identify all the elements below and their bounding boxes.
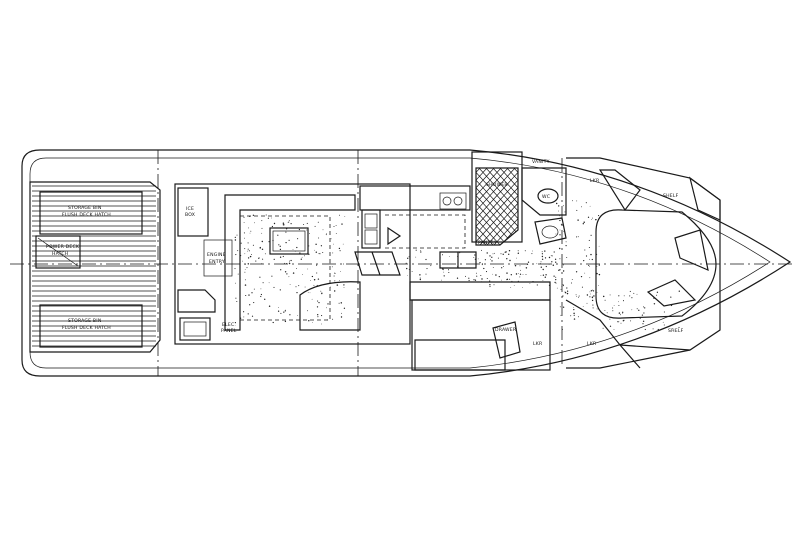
v-berth: [595, 209, 717, 319]
lower-stairs: [409, 251, 551, 301]
label-shower: SHOWER: [486, 182, 508, 188]
label-power-hatch: HATCH: [52, 251, 68, 257]
helm-seat: [224, 194, 356, 331]
salon-table: [269, 227, 309, 255]
wc-compartment: [521, 167, 567, 216]
engine-entry: [203, 239, 233, 277]
label-vanity: VANITY: [532, 159, 550, 165]
label-lkr-top: LKR: [590, 178, 600, 184]
power-deck-hatch: [35, 235, 81, 269]
ice-box: [177, 187, 209, 237]
label-entry: ENTRY: [209, 259, 225, 265]
label-flush-hatch-top: FLUSH DECK HATCH: [62, 212, 111, 218]
label-shelf-top: SHELF: [663, 193, 679, 199]
label-flush-hatch-bottom: FLUSH DECK HATCH: [62, 325, 111, 331]
stove-burner-2: [453, 196, 463, 206]
salon: ICE BOX ENGINE ENTRY ELEC. PANEL: [174, 183, 411, 345]
guest-berth: [414, 339, 506, 371]
label-box: BOX: [185, 212, 195, 218]
shower-stall: [475, 167, 519, 246]
label-wc: WC: [542, 194, 550, 200]
guest-cabin: DRAWER LKR: [411, 299, 551, 371]
cockpit-deck: STORAGE BIN FLUSH DECK HATCH POWER DECK …: [29, 181, 161, 353]
speckled-sole: [234, 200, 680, 331]
label-panel: PANEL: [221, 328, 237, 334]
head: SHOWER WC VANITY PANTRY: [471, 151, 567, 246]
label-ice: ICE: [186, 206, 194, 212]
label-power-deck: POWER DECK: [46, 244, 80, 250]
label-shelf-bottom: SHELF: [668, 328, 684, 334]
forward-stateroom: LKR SHELF LKR SHELF: [565, 157, 721, 369]
hull-inner-line: [29, 157, 771, 369]
galley-sink: [361, 209, 381, 249]
sink-cockpit: [179, 317, 211, 341]
label-elec: ELEC.: [222, 322, 236, 328]
storage-bin-hatch-top: [39, 191, 143, 235]
storage-bin-hatch-bottom: [39, 304, 143, 348]
label-lkr-bottom-2: LKR: [587, 341, 597, 347]
salon-settee: [299, 281, 361, 331]
label-pantry: PANTRY: [478, 240, 497, 246]
label-engine: ENGINE: [207, 252, 226, 258]
label-lkr-bottom-1: LKR: [533, 341, 543, 347]
stove-burner-1: [442, 196, 452, 206]
label-storage-bin-bottom: STORAGE BIN: [68, 318, 101, 324]
vanity-sink: [534, 217, 567, 245]
wc-toilet: [537, 188, 559, 204]
galley: [354, 185, 471, 276]
label-storage-bin-top: STORAGE BIN: [68, 205, 101, 211]
companionway-stairs: [354, 251, 401, 276]
label-drawer: DRAWER: [495, 327, 517, 333]
hull-outline: [21, 149, 792, 377]
